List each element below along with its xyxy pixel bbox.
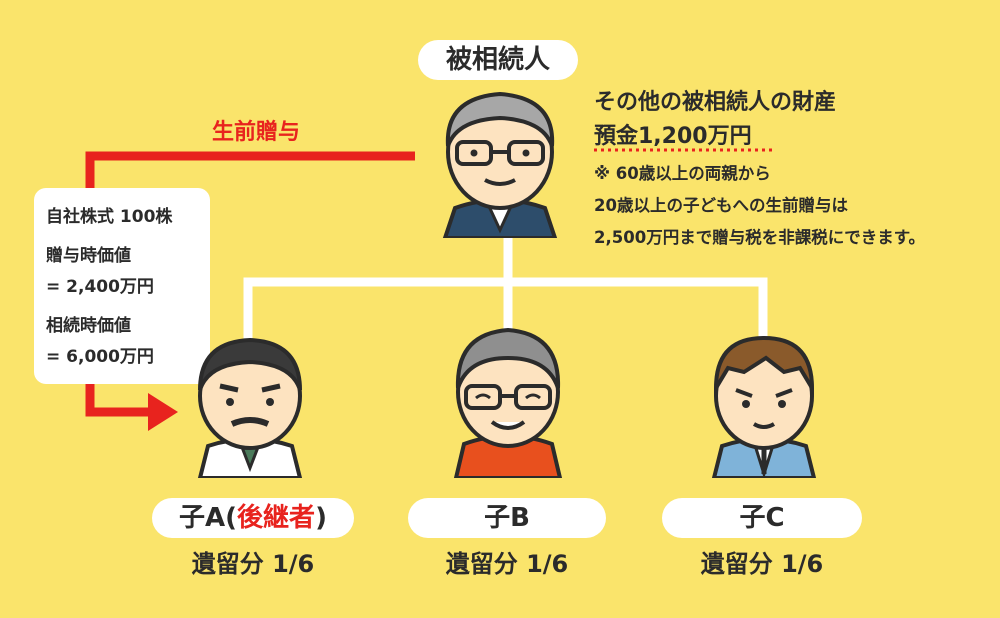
estate-note-3: 2,500万円まで贈与税を非課税にできます。 xyxy=(594,228,926,247)
child-b-share: 遺留分 1/6 xyxy=(445,550,569,578)
estate-note-2: 20歳以上の子どもへの生前贈与は xyxy=(594,196,848,215)
child-b-label: 子B xyxy=(408,498,606,538)
decedent-figure xyxy=(442,91,558,238)
inherit-value: = 6,000万円 xyxy=(46,347,154,367)
estate-title: その他の被相続人の財産 xyxy=(594,90,837,115)
child-b-figure xyxy=(453,327,563,478)
child-a-successor: 後継者 xyxy=(237,503,316,533)
child-c-share: 遺留分 1/6 xyxy=(700,550,824,578)
inherit-value-label: 相続時価値 xyxy=(46,316,131,336)
gift-value: = 2,400万円 xyxy=(46,277,154,297)
gift-value-label: 贈与時価値 xyxy=(46,246,131,266)
gift-info-box: 自社株式 100株 贈与時価値 = 2,400万円 相続時価値 = 6,000万… xyxy=(34,188,210,384)
gift-arrowhead xyxy=(148,393,178,431)
child-a-name-prefix: 子A( xyxy=(179,503,238,533)
gift-asset: 自社株式 100株 xyxy=(46,207,173,227)
estate-deposit: 預金1,200万円 xyxy=(594,124,752,149)
child-c-label: 子C xyxy=(662,498,862,538)
decedent-label: 被相続人 xyxy=(418,40,578,80)
gift-label: 生前贈与 xyxy=(212,120,301,145)
estate-note-1: ※ 60歳以上の両親から xyxy=(594,164,771,183)
child-c-figure xyxy=(711,335,817,478)
child-a-share: 遺留分 1/6 xyxy=(191,550,315,578)
child-a-label: 子A(後継者) xyxy=(152,498,354,538)
child-a-figure xyxy=(197,337,303,478)
child-a-name-suffix: ) xyxy=(315,503,327,533)
